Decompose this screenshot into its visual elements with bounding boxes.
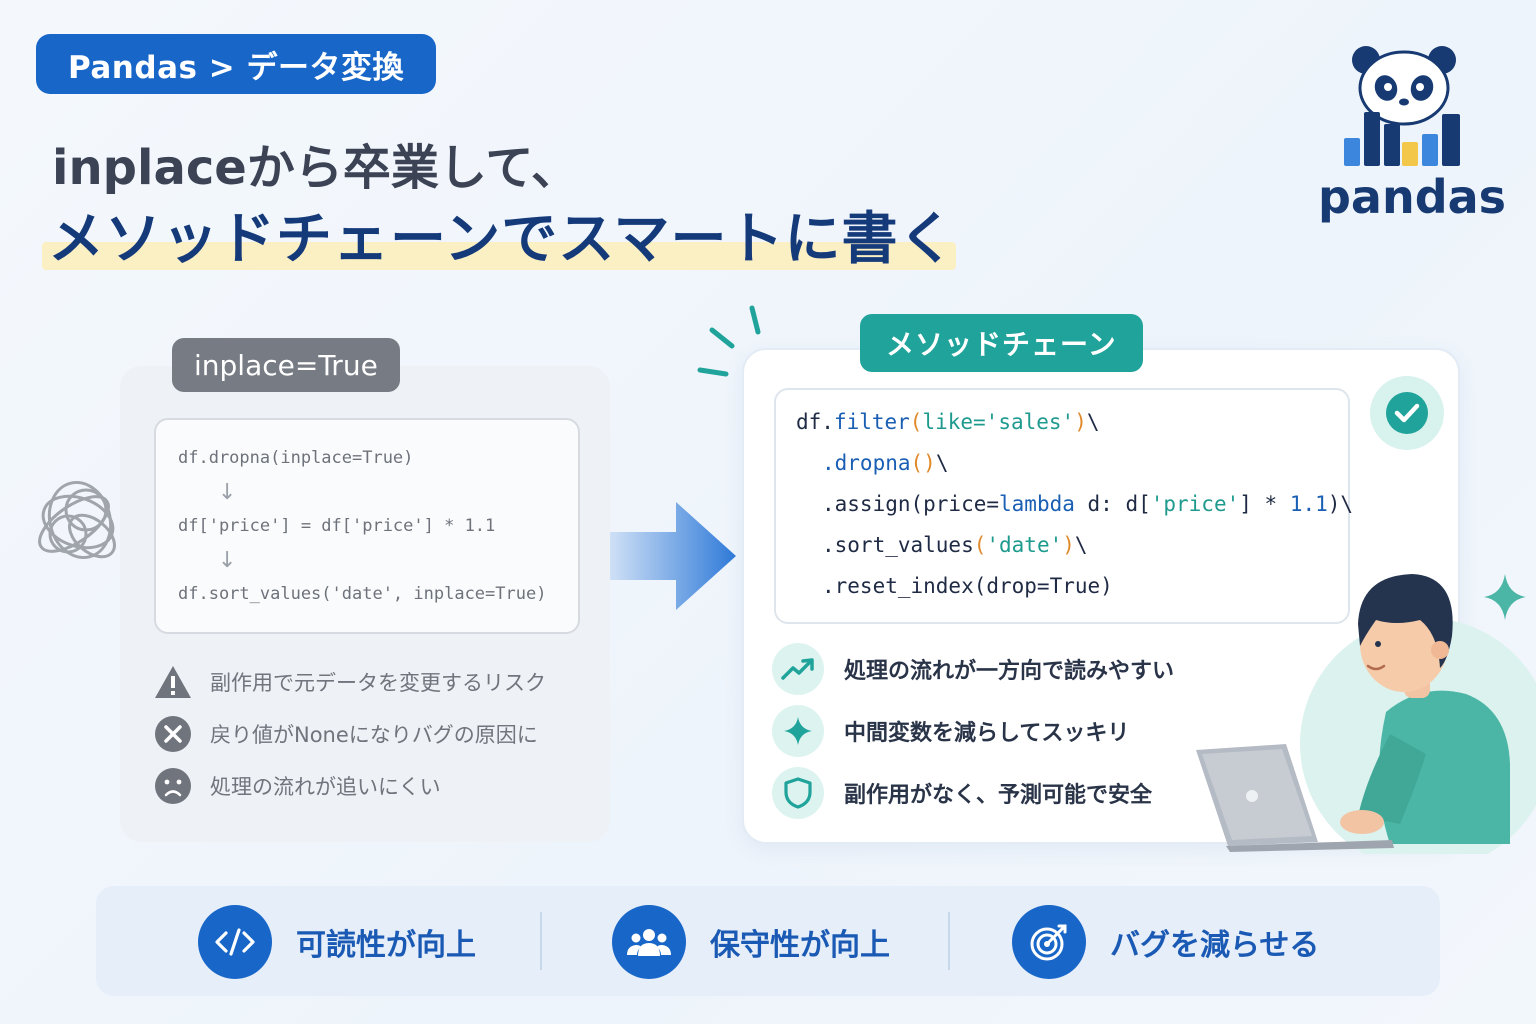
- risk-item: 処理の流れが追いにくい: [154, 766, 441, 806]
- feature-text: バグを減らせる: [1110, 928, 1320, 963]
- page-title-line1: inplaceから卒業して、: [52, 140, 579, 196]
- code-line: .reset_index(drop=True): [822, 574, 1113, 598]
- risk-item: 副作用で元データを変更するリスク: [154, 662, 546, 702]
- person-laptop-illustration: [1196, 574, 1536, 854]
- benefit-item: 副作用がなく、予測可能で安全: [772, 766, 1152, 820]
- feature-text: 保守性が向上: [710, 928, 890, 963]
- benefit-text: 副作用がなく、予測可能で安全: [844, 783, 1153, 808]
- star-sparkle-icon: [1484, 574, 1526, 620]
- breadcrumb[interactable]: Pandas > データ変換: [36, 34, 436, 94]
- code-line: df.sort_values('date', inplace=True): [178, 584, 547, 604]
- risk-text: 副作用で元データを変更するリスク: [210, 671, 546, 695]
- panda-bar-chart-icon: [1344, 46, 1460, 166]
- burst-lines-icon: [697, 305, 761, 377]
- risk-text: 戻り値がNoneになりバグの原因に: [210, 723, 538, 747]
- code-line: .dropna()\: [822, 451, 949, 475]
- divider: [540, 912, 542, 970]
- feature-strip: [96, 886, 1440, 996]
- title-highlight: [42, 242, 956, 270]
- benefit-text: 処理の流れが一方向で読みやすい: [844, 659, 1175, 684]
- warning-icon: [154, 663, 192, 701]
- risk-item: 戻り値がNoneになりバグの原因に: [154, 714, 538, 754]
- code-line: df['price'] = df['price'] * 1.1: [178, 516, 496, 536]
- benefit-item: 中間変数を減らしてスッキリ: [772, 704, 1129, 758]
- target-icon: [1012, 905, 1086, 979]
- x-circle-icon: [154, 715, 192, 753]
- trend-up-icon: [772, 643, 824, 695]
- code-line: .assign(price=lambda d: d['price'] * 1.1…: [822, 492, 1354, 516]
- sparkle-icon: [772, 705, 824, 757]
- pandas-logo-text: pandas: [1318, 170, 1507, 224]
- sad-face-icon: [154, 767, 192, 805]
- method-chain-code-block: df.filter(like='sales')\ .dropna()\ .ass…: [774, 388, 1354, 624]
- risk-text: 処理の流れが追いにくい: [210, 775, 441, 799]
- code-icon: [198, 905, 272, 979]
- method-chain-badge: メソッドチェーン: [860, 314, 1143, 372]
- team-icon: [612, 905, 686, 979]
- arrow-right-icon: [610, 502, 736, 610]
- check-badge: [1370, 376, 1444, 450]
- arrow-down-icon: ↓: [218, 548, 237, 573]
- code-line: df.filter(like='sales')\: [796, 410, 1100, 434]
- arrow-down-icon: ↓: [218, 480, 237, 505]
- feature-readability: 可読性が向上: [198, 904, 476, 980]
- divider: [948, 912, 950, 970]
- check-icon: [1386, 392, 1428, 434]
- inplace-badge: inplace=True: [172, 338, 400, 392]
- inplace-code-block: df.dropna(inplace=True) ↓ df['price'] = …: [154, 418, 580, 634]
- tangle-icon: [38, 480, 116, 560]
- code-line: .sort_values('date')\: [822, 533, 1088, 557]
- feature-text: 可読性が向上: [296, 928, 476, 963]
- code-line: df.dropna(inplace=True): [178, 448, 414, 468]
- benefit-text: 中間変数を減らしてスッキリ: [844, 721, 1130, 746]
- benefit-item: 処理の流れが一方向で読みやすい: [772, 642, 1174, 696]
- page-title-line2: メソッドチェーンでスマートに書く: [48, 207, 956, 272]
- feature-maintainability: 保守性が向上: [612, 904, 890, 980]
- shield-icon: [772, 767, 824, 819]
- feature-fewer-bugs: バグを減らせる: [1012, 904, 1319, 980]
